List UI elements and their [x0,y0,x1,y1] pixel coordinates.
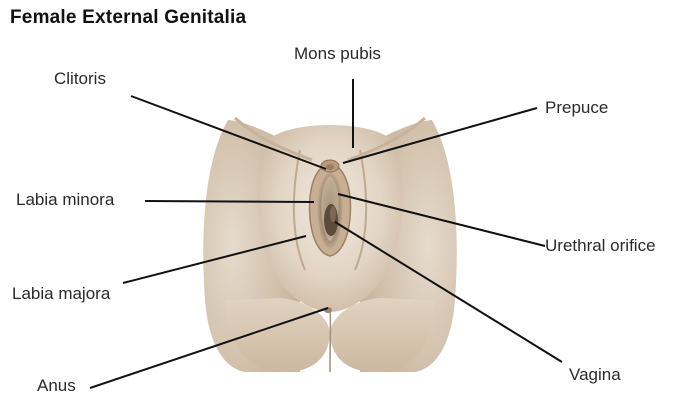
leader-labia-minora [145,201,314,202]
label-anus: Anus [37,376,76,396]
label-labia-majora: Labia majora [12,284,110,304]
label-prepuce: Prepuce [545,98,608,118]
label-vagina: Vagina [569,365,621,385]
label-mons-pubis: Mons pubis [294,44,381,64]
label-urethral-orifice: Urethral orifice [545,236,656,256]
label-labia-minora: Labia minora [16,190,114,210]
vaginal-opening [324,204,338,236]
clitoris-shape [321,160,339,172]
label-clitoris: Clitoris [54,69,106,89]
